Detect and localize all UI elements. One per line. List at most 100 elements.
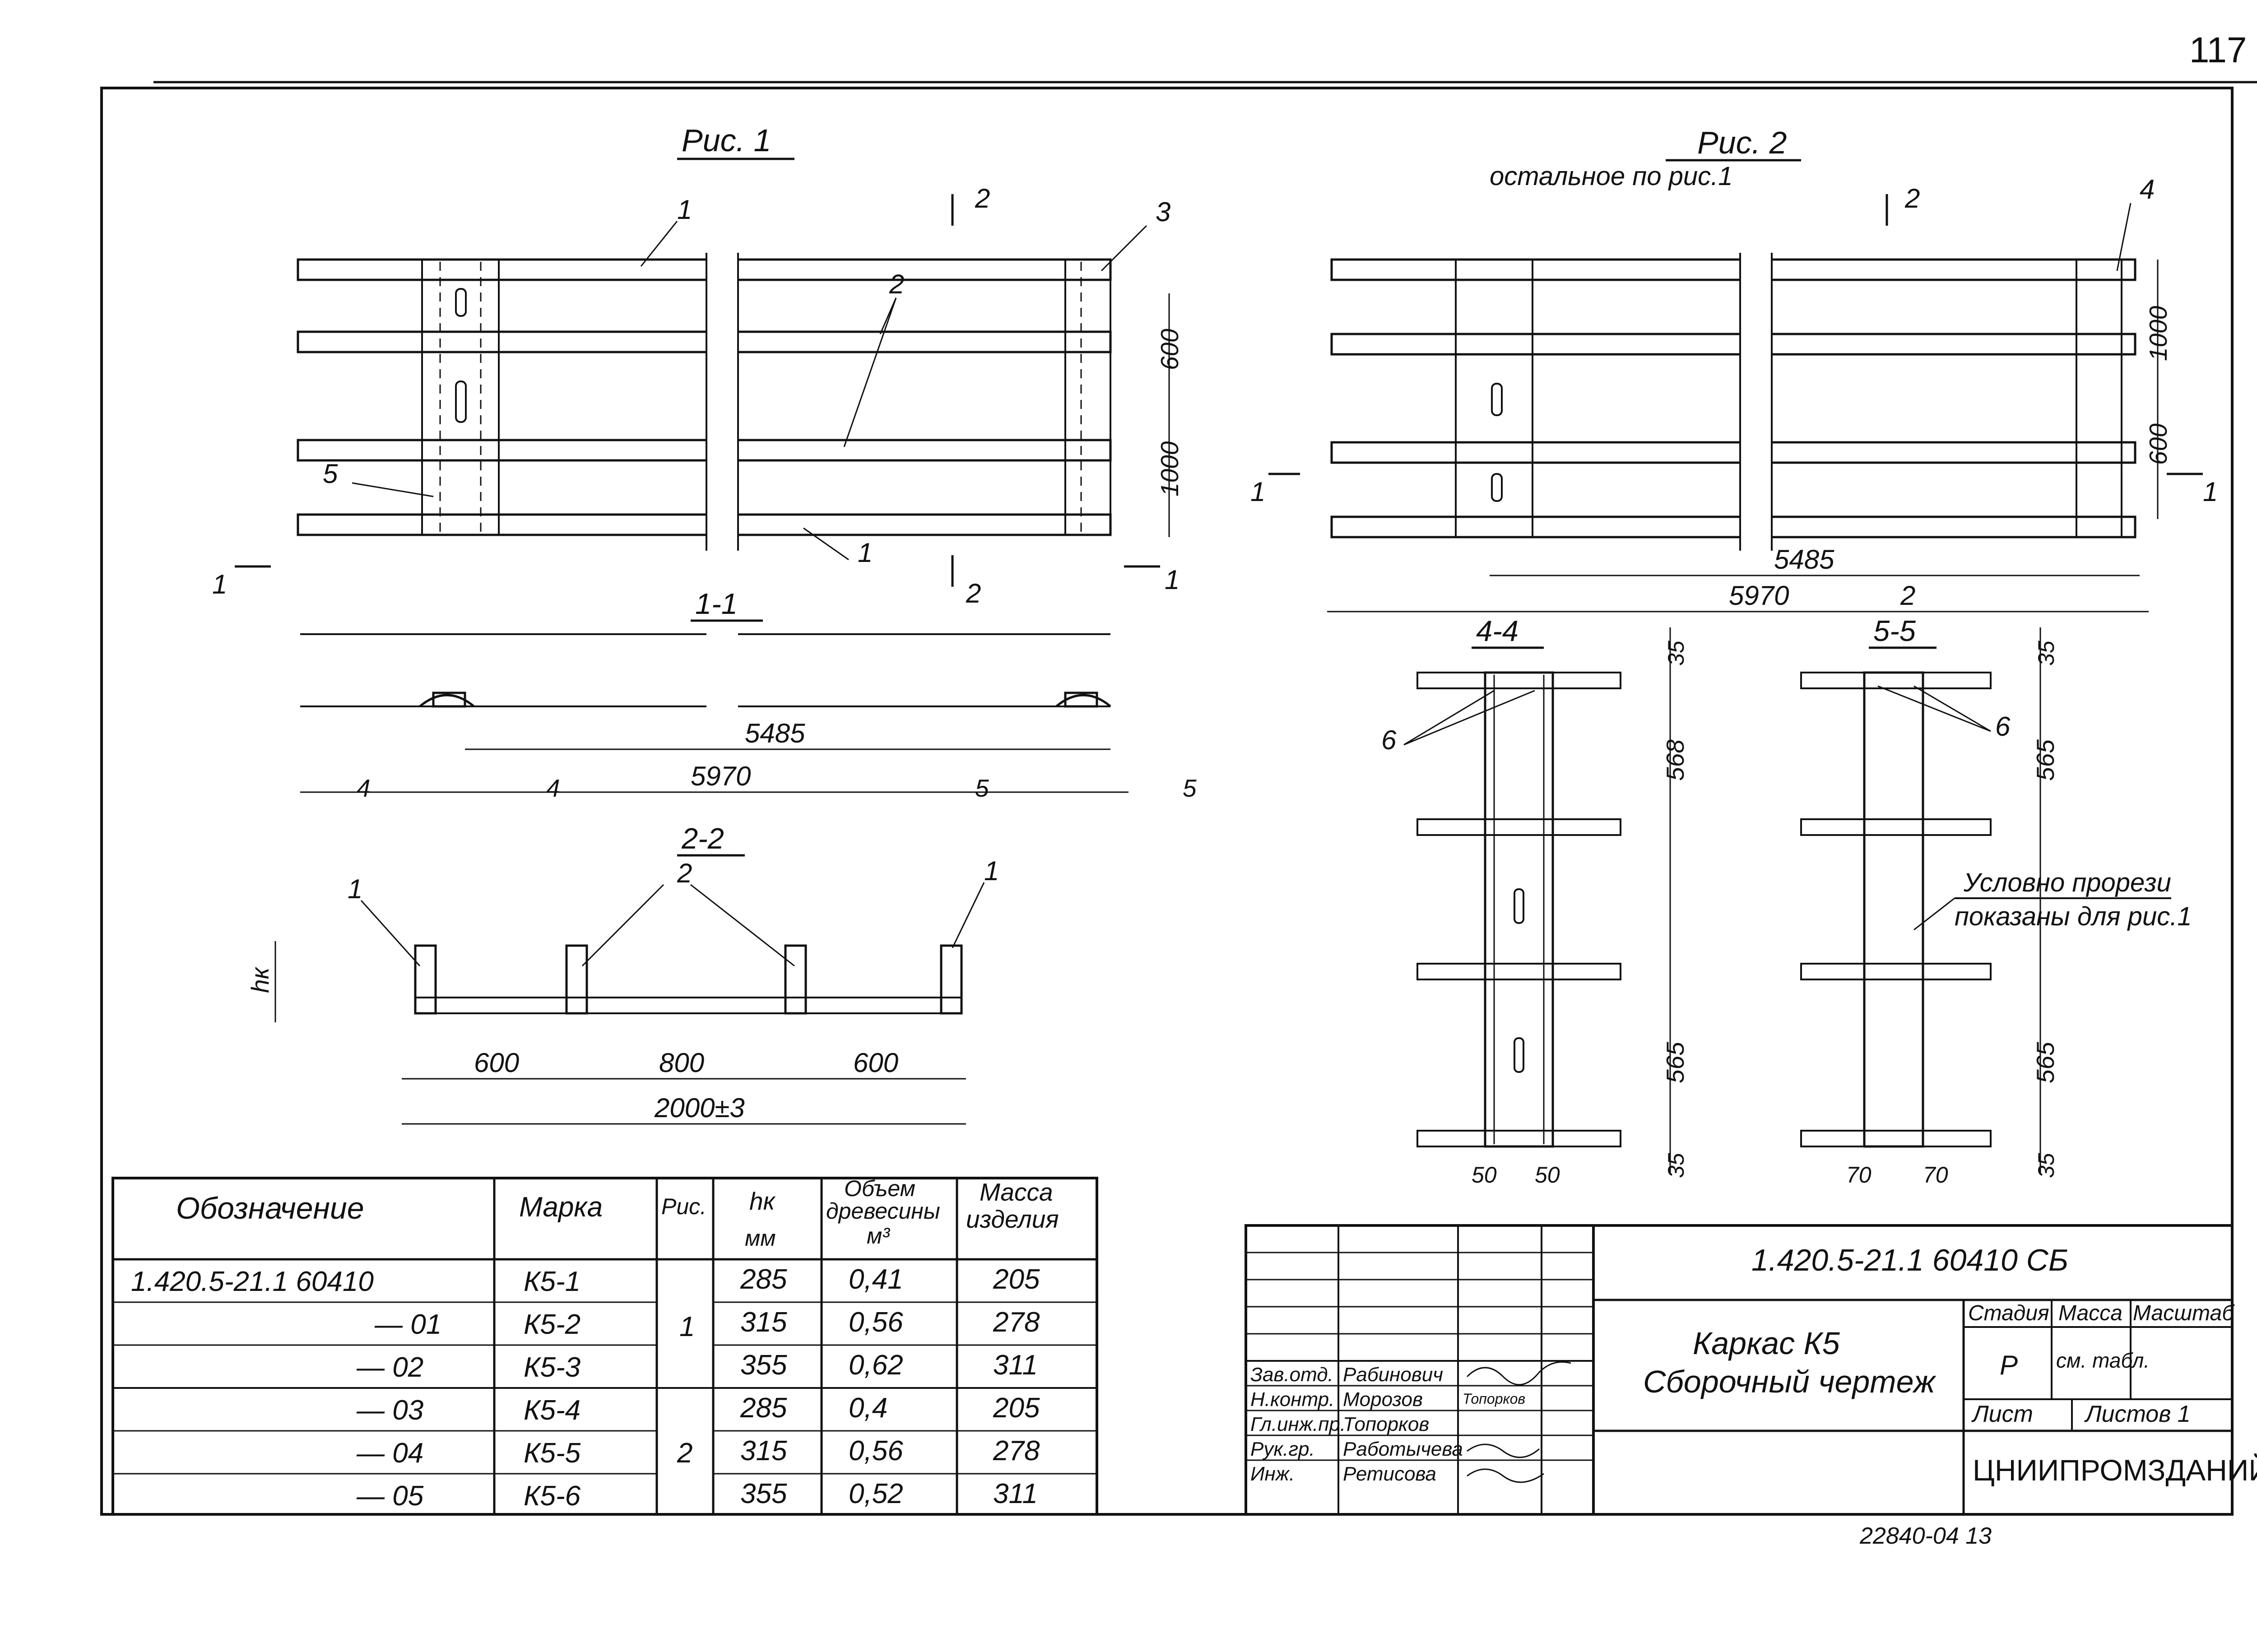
fig2-crossbar-left (1455, 259, 1533, 538)
fig1-dim-5970: 5970 (691, 761, 751, 791)
fig1-board-3 (297, 439, 1112, 462)
spec-header-mass-2: изделия (966, 1205, 1059, 1233)
fig2-board-3 (1330, 441, 2136, 464)
fig1-callout-2: 2 (889, 269, 904, 299)
section-4-4-callout-6: 6 (1381, 725, 1397, 755)
spec-volume: 0,56 (849, 1307, 903, 1338)
tb-scale-label: Масштаб (2133, 1301, 2235, 1325)
section-5-5-dim-4: 35 (2034, 1153, 2059, 1178)
section-2-2-leader-2a (581, 884, 664, 967)
section-4-4-post (1484, 671, 1554, 1148)
section-2-2-callout-1a: 1 (348, 874, 362, 904)
fig2-board-2 (1330, 333, 2136, 356)
section-4-4-rail-2 (1416, 818, 1621, 836)
fig2-cut-2-bottom: 2 (1900, 580, 1915, 611)
section-5-5-bottom-dim-1: 70 (1846, 1162, 1872, 1188)
section-5-5-post (1863, 671, 1924, 1148)
fig1-leader-5 (352, 482, 434, 497)
section-5-5-note-2: показаны для рис.1 (1955, 902, 2192, 931)
tb-stage-value: Р (2000, 1350, 2018, 1380)
drawing-frame (100, 87, 2234, 1516)
section-4-4-dim-4: 35 (1663, 1153, 1689, 1178)
section-5-5-title: 5-5 (1873, 614, 1916, 647)
spec-mark: К5-4 (524, 1395, 581, 1426)
spec-mark: К5-5 (524, 1438, 581, 1469)
spec-mass: 205 (993, 1264, 1040, 1295)
spec-designation: — 01 (374, 1309, 441, 1340)
spec-mark: К5-6 (524, 1480, 581, 1512)
spec-mass: 278 (993, 1307, 1040, 1338)
section-2-2-board-2 (565, 944, 588, 1015)
section-5-5-dim-3: 565 (2031, 1042, 2059, 1083)
spec-hk: 315 (740, 1307, 787, 1338)
section-5-5-rail-2 (1800, 818, 1992, 836)
fig1-leader-1a (640, 221, 678, 267)
spec-header-mass-1: Масса (980, 1178, 1053, 1206)
section-4-4-rail-3 (1416, 963, 1621, 980)
fig2-board-1 (1330, 258, 2136, 281)
fig1-leader-1b (803, 527, 849, 561)
section-2-2-dim-total: 2000±3 (654, 1093, 745, 1123)
tb-sig-note: Топорков (1463, 1391, 1525, 1407)
section-2-2-dim-600b: 600 (853, 1048, 898, 1078)
section-4-4-leader-b (1403, 690, 1535, 746)
section-5-5-dim-2: 565 (2031, 739, 2059, 781)
fig2-board-4 (1330, 515, 2136, 538)
fig1-callout-1a: 1 (677, 195, 692, 225)
fig2-callout-4: 4 (2140, 174, 2155, 204)
section-4-4-bottom-dim-2: 50 (1535, 1162, 1560, 1188)
spec-mass: 278 (993, 1435, 1040, 1466)
spec-row-5: — 04 К5-5 315 0,56 278 (356, 1435, 1040, 1469)
fig1-plan: Рис. 1 1 2 3 1 5 600 1000 2 (212, 123, 1184, 608)
fig2-cut-1-right: 1 (2203, 477, 2218, 507)
section-5-5-note-1: Условно прорези (1963, 868, 2171, 897)
spec-header-fig: Рис. (661, 1194, 706, 1219)
section-1-1-block-right (1055, 691, 1111, 708)
section-4-4-slot-2 (1514, 1037, 1524, 1073)
section-2-2-board-4 (940, 944, 963, 1015)
tb-sig-name-2: Морозов (1343, 1388, 1423, 1411)
section-2-2-board-3 (784, 944, 807, 1015)
fig1-crossbar-left (421, 259, 500, 536)
fig1-cut-2-top: 2 (975, 183, 990, 213)
fig1-break-gap (706, 253, 738, 551)
fig1-cut-5b: 5 (1183, 774, 1197, 802)
spec-header-volume-2: древесины (826, 1198, 940, 1224)
spec-hk: 315 (740, 1435, 787, 1466)
fig2-leader-4 (2116, 203, 2132, 271)
spec-mass: 205 (993, 1392, 1040, 1424)
tb-signature-scribble-2 (1467, 1443, 1540, 1458)
fig1-slot-1 (455, 288, 467, 317)
spec-volume: 0,52 (849, 1478, 903, 1509)
spec-designation: — 04 (356, 1438, 423, 1469)
tb-sheet-label: Лист (1971, 1401, 2033, 1427)
spec-designation: 1.420.5-21.1 60410 (131, 1266, 374, 1297)
fig1-board-4 (297, 513, 1112, 536)
fig1-cut-4a: 4 (357, 774, 371, 802)
tb-sig-role-1: Зав.отд. (1250, 1364, 1333, 1386)
spec-volume: 0,41 (849, 1264, 903, 1295)
spec-fig-group-1: 1 (679, 1311, 695, 1342)
tb-sig-name-1: Рабинович (1343, 1364, 1443, 1386)
fig1-cut-4b: 4 (546, 774, 560, 802)
fig2-dim-5485: 5485 (1774, 544, 1834, 575)
spec-designation: — 02 (356, 1352, 423, 1383)
spec-header-volume-1: Объем (844, 1176, 915, 1201)
section-5-5-leader-a (1877, 685, 1991, 732)
fig2-cut-1-left: 1 (1250, 477, 1265, 507)
fig1-title: Рис. 1 (682, 123, 771, 158)
fig1-board-1 (297, 258, 1112, 281)
fig1-dim-5485: 5485 (745, 718, 805, 748)
spec-header-designation: Обозначение (176, 1191, 364, 1225)
section-4-4: 4-4 6 35 568 565 35 50 50 (1381, 614, 1689, 1188)
section-5-5-dim-1: 35 (2034, 640, 2059, 666)
section-4-4-dim-3: 565 (1661, 1042, 1689, 1083)
spec-header-hk-unit: мм (745, 1225, 776, 1251)
section-2-2-callout-2: 2 (677, 858, 692, 888)
spec-hk: 355 (740, 1350, 787, 1381)
tb-sig-name-5: Ретисова (1343, 1463, 1436, 1485)
section-4-4-leader-a (1403, 690, 1495, 746)
tb-sig-role-5: Инж. (1250, 1463, 1295, 1485)
section-4-4-rail-1 (1416, 672, 1621, 689)
